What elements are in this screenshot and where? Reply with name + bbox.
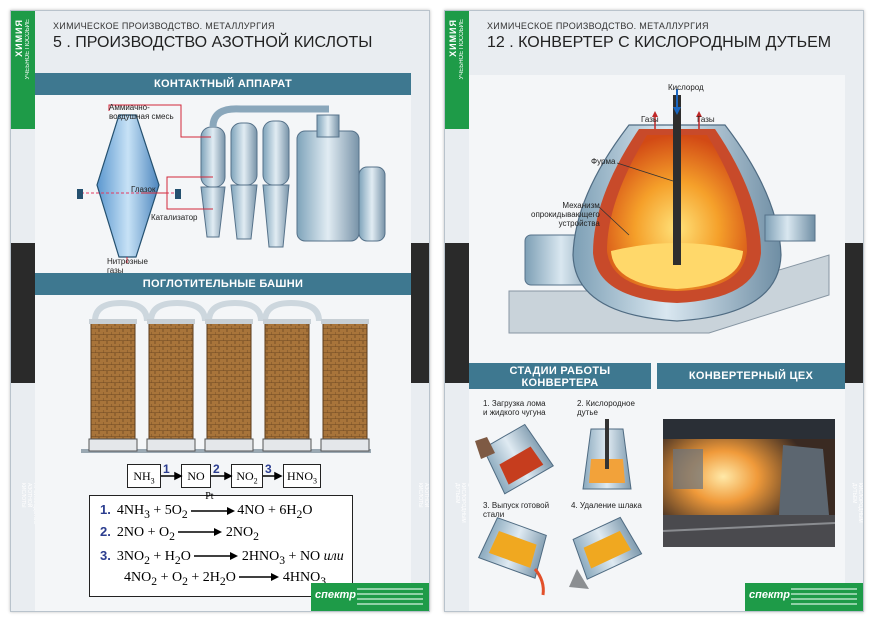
band-stages-line1: СТАДИИ РАБОТЫ xyxy=(509,365,611,377)
band-absorption-towers: ПОГЛОТИТЕЛЬНЫЕ БАШНИ xyxy=(35,273,411,295)
brand-sub: УЧЕБНОЕ ПОСОБИЕ xyxy=(25,19,31,80)
label-ammonia-line2: воздушная смесь xyxy=(109,112,174,121)
side-caption-right: 5. ПРОИЗВОДСТВО АЗОТНОЙ КИСЛОТЫ xyxy=(417,483,429,508)
chain-hno3: HNO3 xyxy=(283,464,321,488)
equation-1-number: 1. xyxy=(100,502,111,517)
label-nitrous-line2: газы xyxy=(107,266,124,275)
equation-or: или xyxy=(323,549,344,564)
label-ammonia-line1: Аммиачно- xyxy=(109,103,150,112)
chain-step-1: 1 xyxy=(163,462,170,476)
label-tuyere: Фурма xyxy=(591,157,616,166)
contact-apparatus-illustration xyxy=(77,104,386,263)
equation-4: 4NO2 + O2 + 2H2O 4HNO3 xyxy=(124,570,327,588)
publisher-logo: спектр xyxy=(749,589,791,601)
band-contact-apparatus: КОНТАКТНЫЙ АППАРАТ xyxy=(35,73,411,95)
stage-4-label: 4. Удаление шлака xyxy=(571,501,642,510)
band-converter-shop: КОНВЕРТЕРНЫЙ ЦЕХ xyxy=(657,363,845,389)
converter-illustration xyxy=(508,89,830,334)
converter-shop-photo xyxy=(663,419,835,547)
stage-3-line2: стали xyxy=(483,510,505,519)
label-eye: Глазок xyxy=(131,185,156,194)
label-oxygen: Кислород xyxy=(668,83,704,92)
band-converter-stages: СТАДИИ РАБОТЫ КОНВЕРТЕРА xyxy=(469,363,651,389)
stage-3-label: 3. Выпуск готовой стали xyxy=(483,501,549,519)
equations-box: 1.4NH3 + 5O2 Pt 4NO + 6H2O 2.2NO + O2 2N… xyxy=(89,491,353,597)
label-ammonia-air: Аммиачно- воздушная смесь xyxy=(109,103,174,121)
side-strip-right: 5. ПРОИЗВОДСТВО АЗОТНОЙ КИСЛОТЫ xyxy=(411,243,429,508)
label-mech-line1: Механизм xyxy=(562,201,600,210)
label-nitrous-line1: Нитрозные xyxy=(107,257,149,266)
equation-3-number: 3. xyxy=(100,548,111,563)
stage-2-line1: 2. Кислородное xyxy=(577,399,635,408)
band-stages-line2: КОНВЕРТЕРА xyxy=(521,377,599,389)
poster-title: 12 . КОНВЕРТЕР С КИСЛОРОДНЫМ ДУТЬЕМ xyxy=(487,34,832,51)
brand-sub: УЧЕБНОЕ ПОСОБИЕ xyxy=(459,19,465,80)
brand-strip: ХИМИЯ УЧЕБНОЕ ПОСОБИЕ xyxy=(11,11,35,129)
chain-step-3: 3 xyxy=(265,462,272,476)
label-catalyst: Катализатор xyxy=(151,213,198,222)
side-caption-right: 12. КОНВЕРТЕР С КИСЛОРОДНЫМ ДУТЬЕМ xyxy=(851,483,863,523)
stage-1-line2: и жидкого чугуна xyxy=(483,408,546,417)
publisher-logo: спектр xyxy=(315,589,357,601)
equation-1: 1.4NH3 + 5O2 Pt 4NO + 6H2O xyxy=(100,491,313,521)
label-gases-left: Газы xyxy=(641,115,659,124)
equation-2: 2.2NO + O2 2NO2 xyxy=(100,524,259,543)
label-mech-line2: опрокидывающего xyxy=(531,210,600,219)
absorption-towers-illustration xyxy=(81,299,371,453)
stage-3-line1: 3. Выпуск готовой xyxy=(483,501,550,510)
stage-1-line1: 1. Загрузка лома xyxy=(483,399,546,408)
publisher-fine-print xyxy=(357,588,423,590)
side-strip: 12. КОНВЕРТЕР С КИСЛОРОДНЫМ ДУТЬЕМ xyxy=(445,243,478,523)
publisher-fine-print xyxy=(791,588,857,590)
side-strip: 5. ПРОИЗВОДСТВО АЗОТНОЙ КИСЛОТЫ xyxy=(11,243,44,524)
catalyst-pt: Pt xyxy=(205,491,214,502)
chain-nh3: NH3 xyxy=(127,464,161,488)
label-mech-line3: устройства xyxy=(558,219,600,228)
stage-icons xyxy=(475,419,643,596)
label-nitrous-gases: Нитрозные газы xyxy=(107,257,148,275)
brand-vertical: ХИМИЯ xyxy=(448,19,458,57)
chain-no2: NO2 xyxy=(231,464,263,488)
series-title: ХИМИЧЕСКОЕ ПРОИЗВОДСТВО. МЕТАЛЛУРГИЯ xyxy=(53,21,275,31)
brand-strip: ХИМИЯ УЧЕБНОЕ ПОСОБИЕ xyxy=(445,11,469,129)
equation-2-number: 2. xyxy=(100,524,111,539)
series-title: ХИМИЧЕСКОЕ ПРОИЗВОДСТВО. МЕТАЛЛУРГИЯ xyxy=(487,21,709,31)
side-strip-right: 12. КОНВЕРТЕР С КИСЛОРОДНЫМ ДУТЬЕМ xyxy=(845,243,863,523)
poster-nitric-acid: ХИМИЯ УЧЕБНОЕ ПОСОБИЕ 5. ПРОИЗВОДСТВО АЗ… xyxy=(10,10,430,612)
stage-1-label: 1. Загрузка лома и жидкого чугуна xyxy=(483,399,546,417)
label-tilting-mechanism: Механизм опрокидывающего устройства xyxy=(531,201,600,228)
poster-oxygen-converter: ХИМИЯ УЧЕБНОЕ ПОСОБИЕ 12. КОНВЕРТЕР С КИ… xyxy=(444,10,864,612)
stage-2-line2: дутье xyxy=(577,408,598,417)
equation-3: 3.3NO2 + H2O 2HNO3 + NO или xyxy=(100,548,344,567)
label-gases-right: Газы xyxy=(697,115,715,124)
chain-step-2: 2 xyxy=(213,462,220,476)
publisher-footer: спектр xyxy=(745,583,863,611)
equation-1-arrow: Pt xyxy=(191,491,237,519)
chain-arrows xyxy=(161,471,283,481)
stage-2-label: 2. Кислородное дутье xyxy=(577,399,635,417)
publisher-footer: спектр xyxy=(311,583,429,611)
brand-vertical: ХИМИЯ xyxy=(14,19,24,57)
poster-title: 5 . ПРОИЗВОДСТВО АЗОТНОЙ КИСЛОТЫ xyxy=(53,34,373,51)
